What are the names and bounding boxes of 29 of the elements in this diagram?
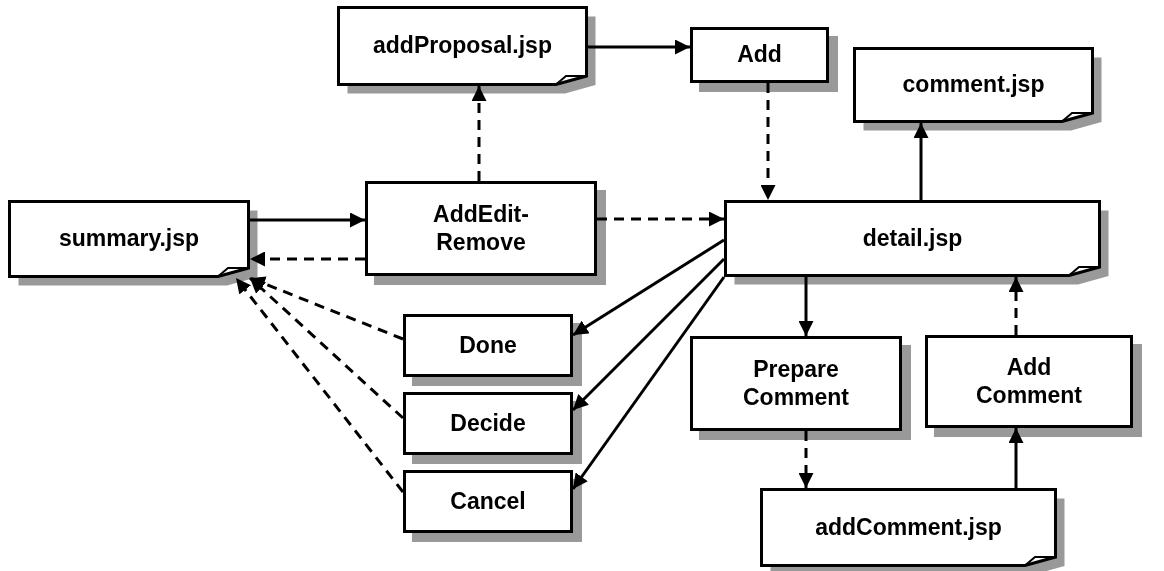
arrow (597, 211, 724, 227)
arrow (1008, 277, 1024, 335)
node-label: AddEdit-Remove (432, 200, 530, 257)
arrow (798, 431, 814, 488)
node-label: addProposal.jsp (373, 32, 552, 60)
node-label: Cancel (450, 487, 526, 516)
node-label: summary.jsp (58, 225, 200, 253)
node-label: Add (737, 41, 782, 69)
arrow (250, 212, 365, 228)
arrow (571, 276, 726, 490)
arrow (471, 86, 487, 181)
node-label: Decide (450, 409, 526, 438)
arrow (250, 251, 365, 267)
arrow (571, 257, 726, 412)
arrow (913, 123, 929, 200)
node-label: comment.jsp (902, 71, 1045, 99)
node-label: addComment.jsp (815, 513, 1002, 542)
node-label: Add Comment (974, 353, 1084, 410)
node-label: detail.jsp (862, 224, 963, 253)
arrow (1008, 428, 1024, 488)
arrow (249, 276, 404, 420)
node-label: Prepare Comment (741, 355, 851, 412)
arrow (760, 83, 776, 200)
arrow (234, 277, 405, 493)
arrow (249, 276, 404, 341)
node-label: Done (459, 331, 517, 360)
arrow (572, 238, 725, 337)
arrow (798, 277, 814, 336)
arrow (588, 39, 690, 55)
